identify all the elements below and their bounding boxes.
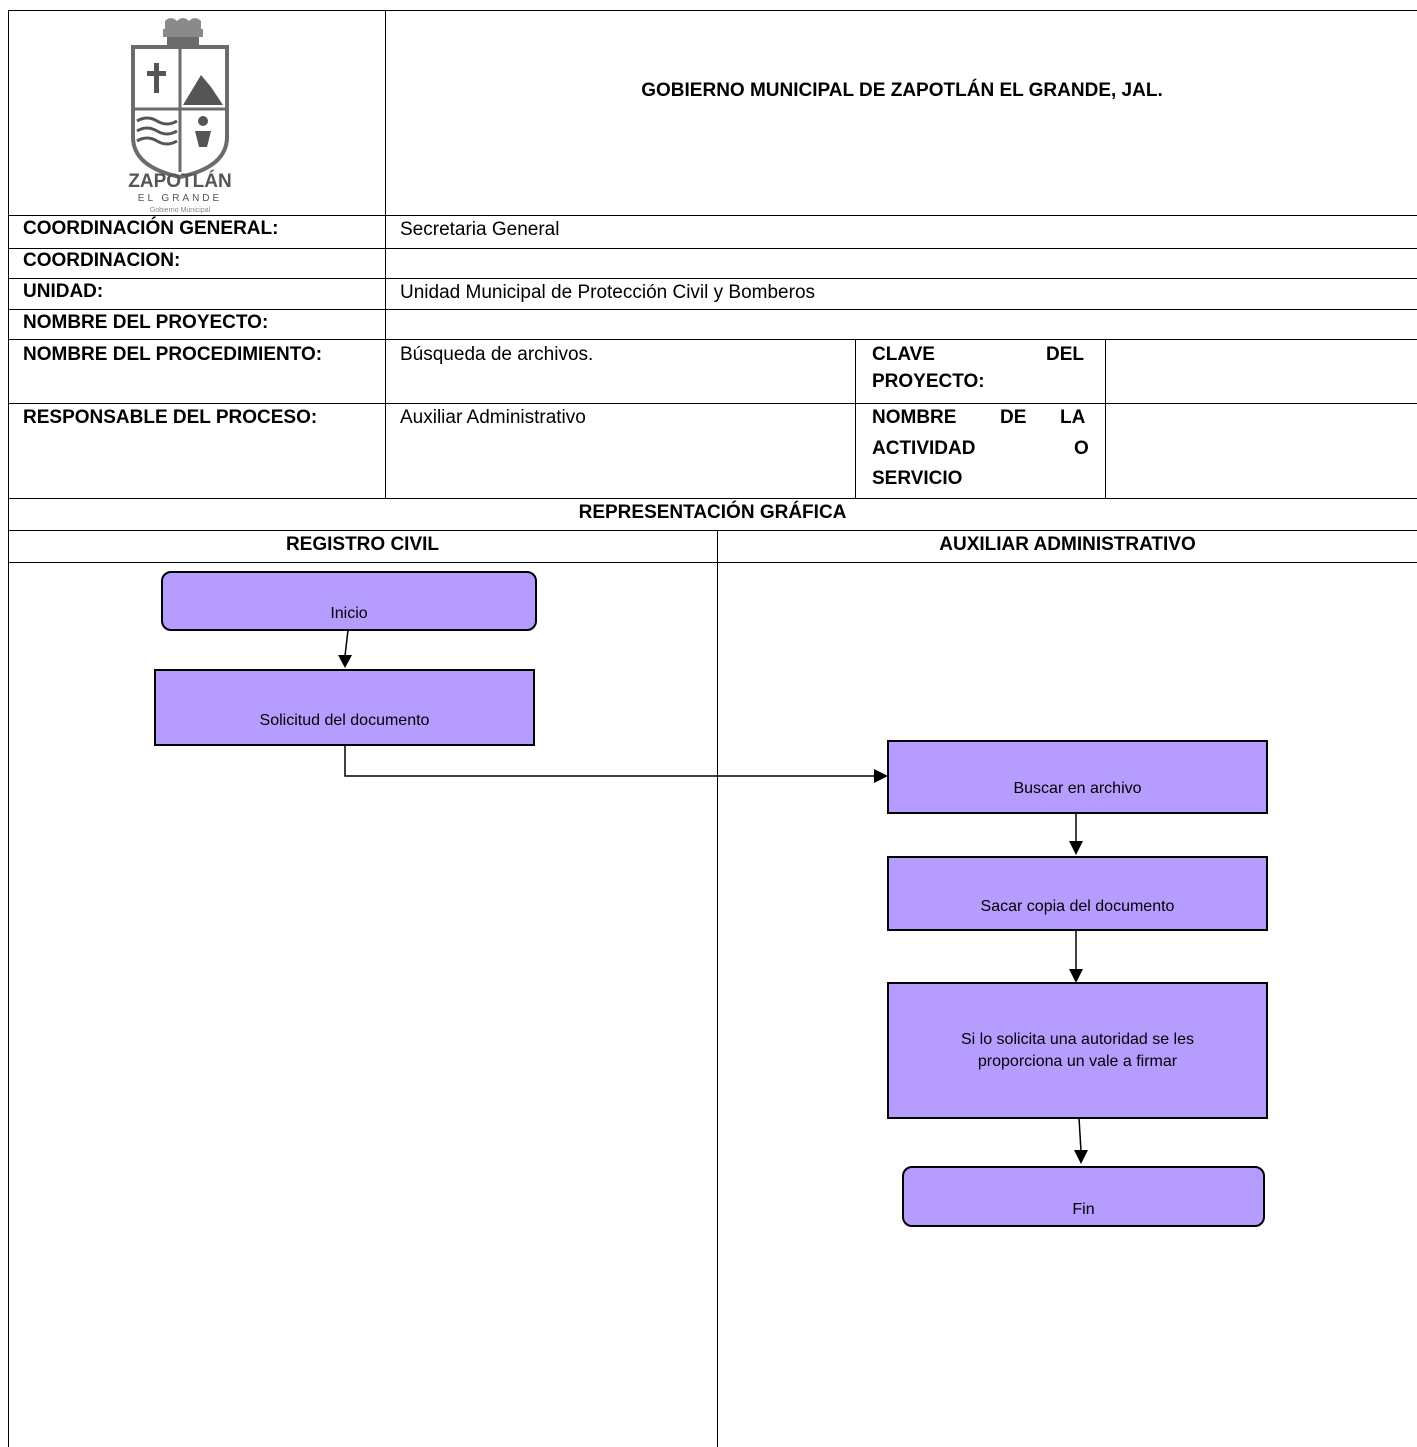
step-solicitud-label: Solicitud del documento — [259, 711, 430, 729]
municipal-logo: ZAPOTLÁN EL GRANDE Gobierno Municipal — [117, 17, 243, 215]
coord-general-label: COORDINACIÓN GENERAL: — [23, 218, 279, 239]
responsable-value: Auxiliar Administrativo — [400, 407, 586, 428]
actividad-label-word-2: DE — [1000, 407, 1027, 428]
proyecto-label: NOMBRE DEL PROYECTO: — [23, 312, 269, 333]
clave-label-word-2: DEL — [1046, 344, 1084, 365]
step-fin: Fin — [902, 1166, 1265, 1227]
actividad-label-word-1: NOMBRE — [872, 407, 957, 428]
coordinacion-label: COORDINACION: — [23, 250, 181, 271]
actividad-label-word-5: O — [1074, 438, 1089, 459]
coord-general-value: Secretaria General — [400, 219, 560, 240]
step-buscar-label: Buscar en archivo — [1013, 780, 1142, 797]
clave-label-word-3: PROYECTO: — [872, 371, 985, 392]
actividad-label-word-3: LA — [1060, 407, 1086, 428]
document-title: GOBIERNO MUNICIPAL DE ZAPOTLÁN EL GRANDE… — [641, 80, 1163, 101]
actividad-label-word-4: ACTIVIDAD — [872, 438, 976, 459]
step-solicitud-documento: Solicitud del documento — [154, 669, 535, 746]
step-sacar-label: Sacar copia del documento — [980, 897, 1175, 915]
unidad-label: UNIDAD: — [23, 281, 104, 302]
step-vale-label-line-1: Si lo solicita una autoridad se les — [960, 1030, 1195, 1048]
responsable-label: RESPONSABLE DEL PROCESO: — [23, 407, 318, 428]
step-inicio-label: Inicio — [330, 605, 368, 622]
step-sacar-copia: Sacar copia del documento — [887, 856, 1268, 931]
step-vale-label-line-2: proporciona un vale a firmar — [977, 1052, 1178, 1070]
lane-auxiliar-administrativo: AUXILIAR ADMINISTRATIVO — [939, 534, 1196, 555]
clave-label-word-1: CLAVE — [872, 344, 935, 365]
logo-subtitle: EL GRANDE — [138, 193, 222, 204]
step-inicio: Inicio — [161, 571, 537, 631]
step-vale-autoridad: Si lo solicita una autoridad se les prop… — [887, 982, 1268, 1119]
unidad-value: Unidad Municipal de Protección Civil y B… — [400, 282, 816, 303]
procedimiento-label: NOMBRE DEL PROCEDIMIENTO: — [23, 344, 323, 365]
logo-small-text: Gobierno Municipal — [150, 207, 211, 214]
lane-registro-civil: REGISTRO CIVIL — [285, 534, 440, 555]
step-buscar-archivo: Buscar en archivo — [887, 740, 1268, 814]
procedimiento-value: Búsqueda de archivos. — [400, 344, 594, 365]
step-fin-label: Fin — [1072, 1200, 1095, 1218]
logo-name: ZAPOTLÁN — [128, 170, 231, 192]
section-title: REPRESENTACIÓN GRÁFICA — [578, 502, 847, 523]
actividad-label-word-6: SERVICIO — [872, 468, 963, 489]
